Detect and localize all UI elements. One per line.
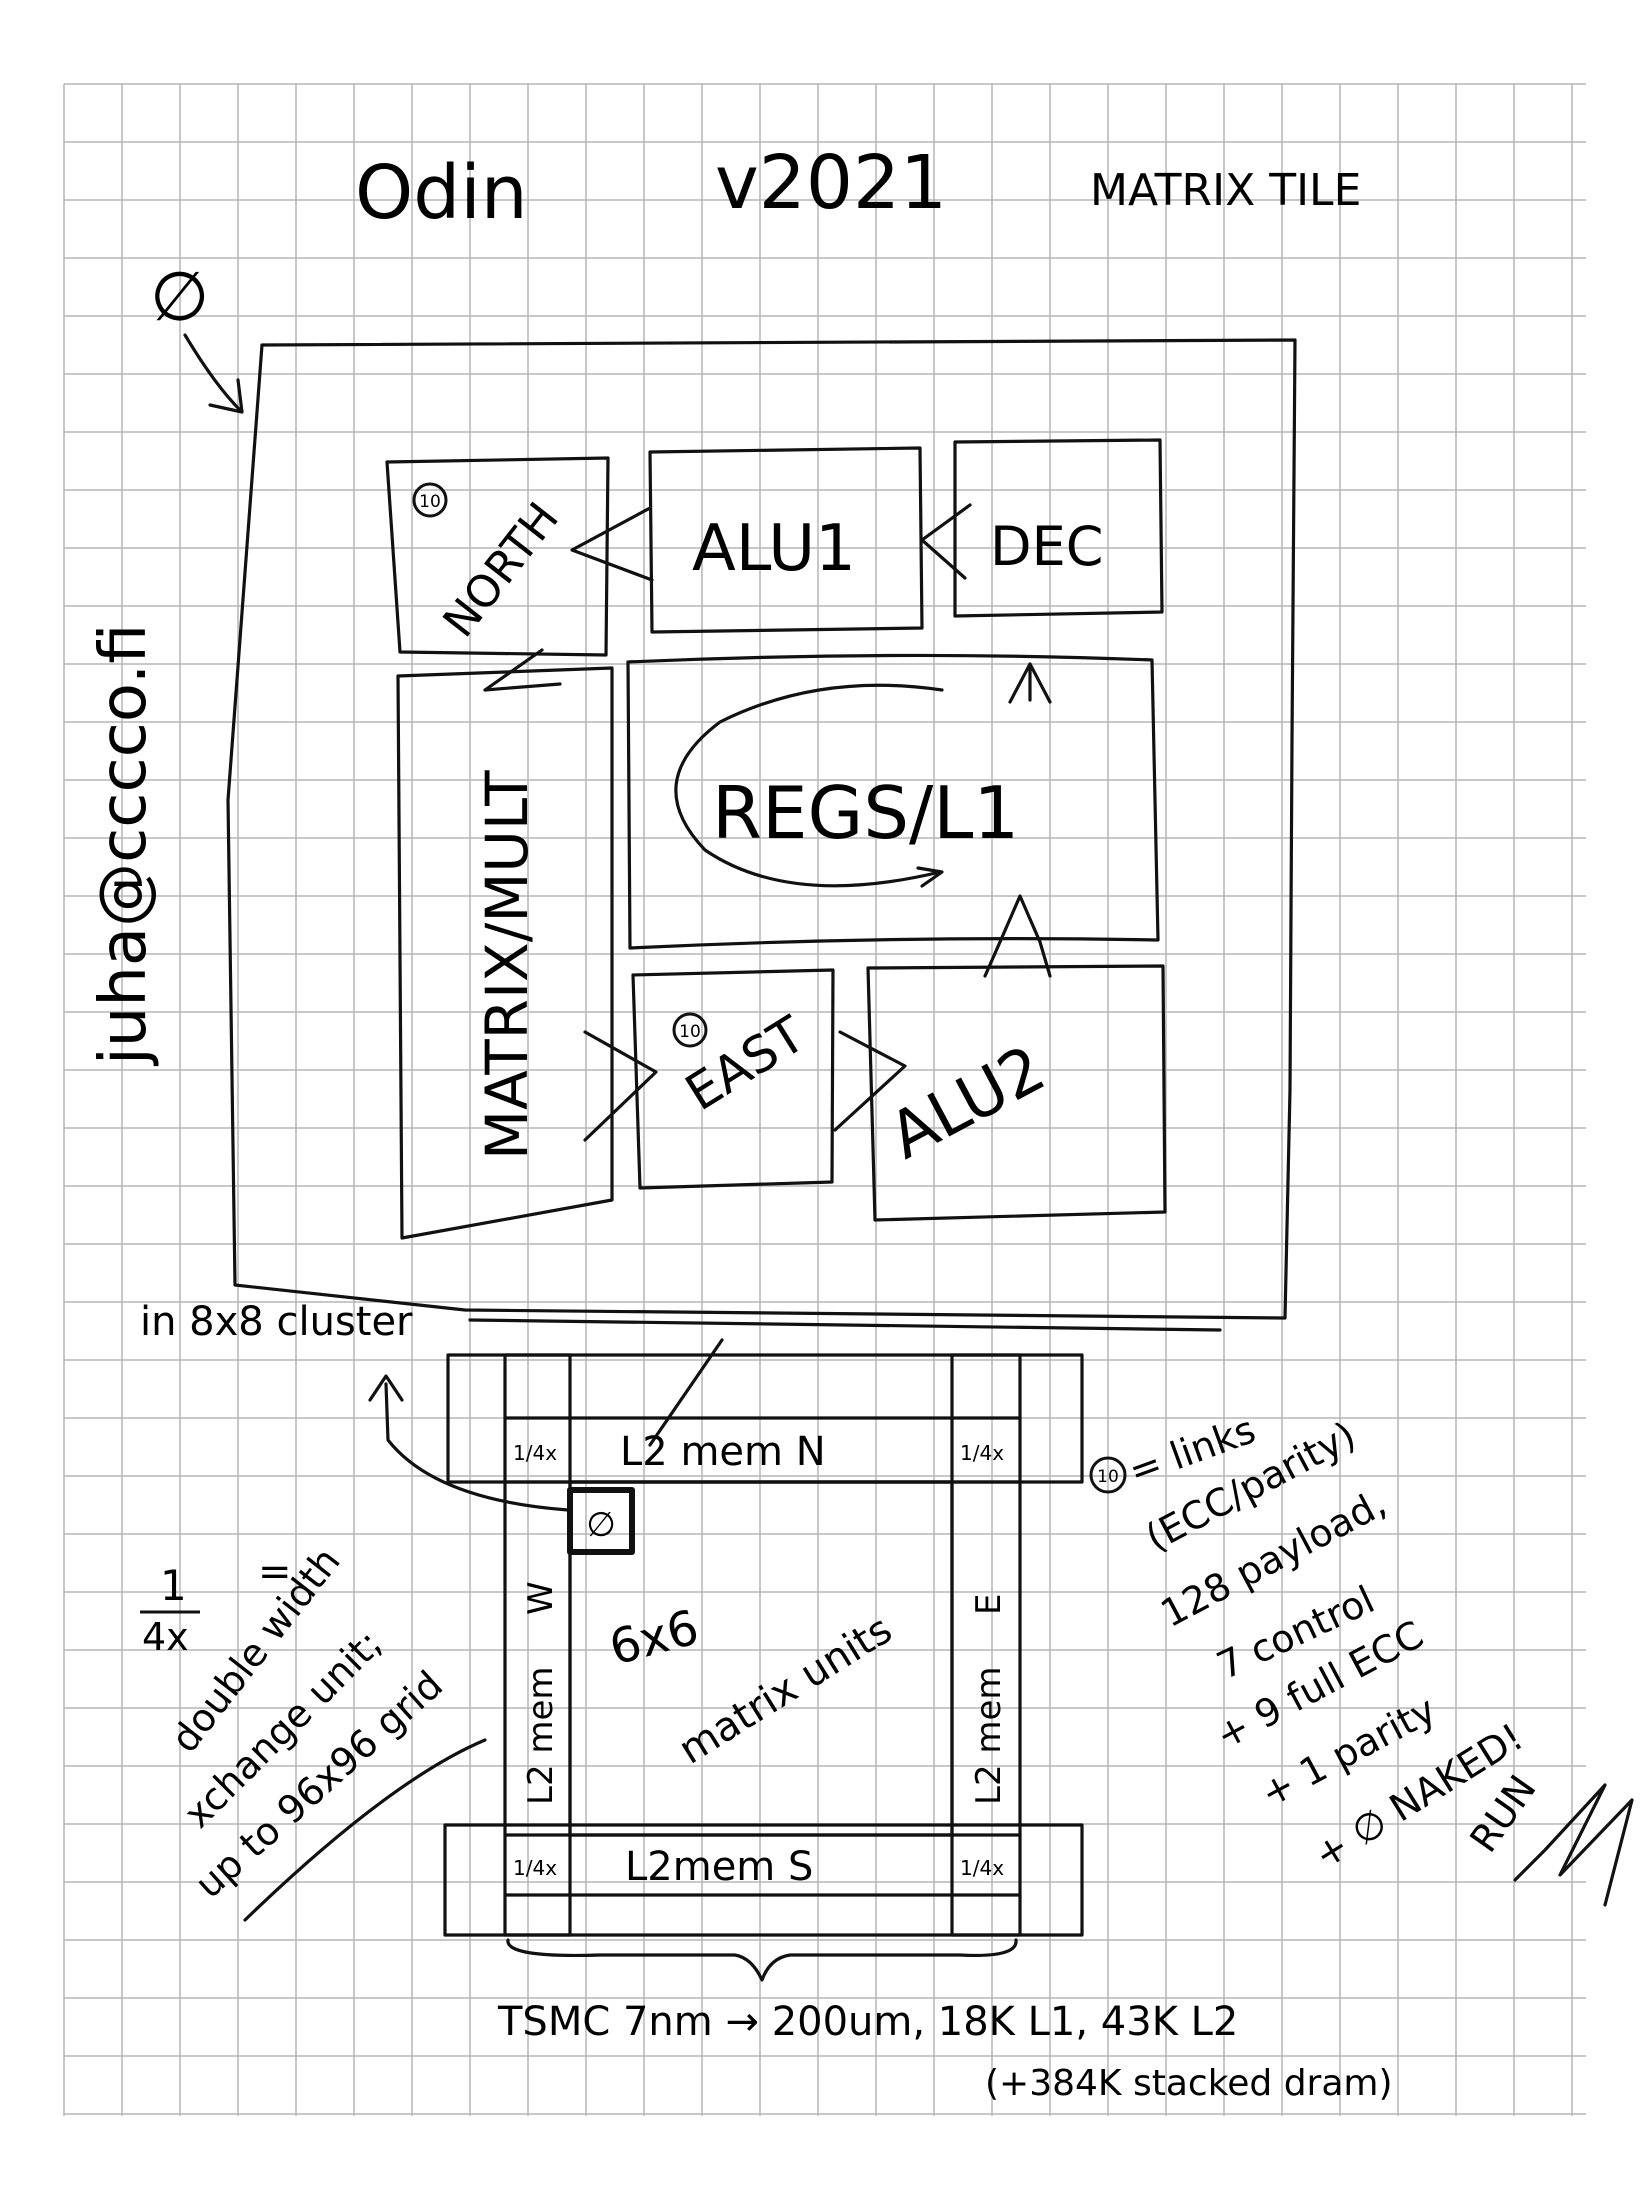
regs-box (626, 653, 1160, 950)
regs-to-dec-arrow (1008, 662, 1052, 704)
alu2-to-regs-arrow (983, 894, 1052, 978)
zero-tile-label: ∅ (586, 1505, 616, 1545)
footer-line-2: (+384K stacked dram) (985, 2063, 1393, 2104)
dec-to-alu1-arrow (920, 503, 972, 580)
left-note-fraction-den: 4x (142, 1615, 189, 1659)
alu1-box (648, 446, 924, 634)
l2-north-label: L2 mem N (620, 1429, 826, 1475)
matrix-label: MATRIX/MULT (473, 770, 541, 1160)
dec-box (953, 438, 1164, 618)
l2-south-bar (443, 1823, 1084, 1937)
signature-scrawl (1513, 1783, 1634, 1907)
matrix-box (396, 666, 614, 1240)
header-title: Odin (355, 150, 528, 236)
l2-west-bar (503, 1353, 572, 1937)
corner-label-sw: 1/4x (513, 1856, 557, 1880)
alu1-label: ALU1 (692, 512, 856, 586)
regs-loop-arrow (674, 683, 944, 888)
header-version: v2021 (715, 140, 947, 226)
cluster-note: in 8x8 cluster (140, 1299, 413, 1345)
side-note-email: juha@cccco.fi (87, 623, 161, 1067)
right-note-badge-circle (1089, 1456, 1127, 1494)
alu1-to-north-arrow (570, 506, 654, 582)
l2-south-label: L2mem S (625, 1844, 813, 1890)
corner-label-se: 1/4x (960, 1856, 1004, 1880)
null-marker: ∅ (150, 258, 209, 337)
north-box (385, 456, 610, 657)
zero-tile-box (567, 1487, 635, 1555)
east-badge-circle (672, 1012, 708, 1048)
header-subtitle: MATRIX TILE (1090, 165, 1361, 216)
regs-label: REGS/L1 (712, 771, 1019, 855)
cluster-core-box (568, 1480, 954, 1837)
matrix-to-east-arrow (583, 1030, 658, 1142)
north-badge: 10 (419, 492, 441, 512)
cluster-note-underline (468, 1318, 1222, 1332)
cluster-pointer-line (648, 1338, 724, 1447)
north-to-matrix-arrow (483, 648, 562, 692)
alu2-box (866, 964, 1167, 1222)
left-note-fraction-num: 1 (160, 1561, 187, 1610)
east-badge: 10 (679, 1022, 701, 1042)
east-box (631, 968, 835, 1190)
east-to-alu2-arrow (833, 1030, 907, 1132)
south-brace (506, 1938, 1018, 1982)
l2-north-bar (446, 1353, 1084, 1484)
l2-west-tag: W (521, 1581, 561, 1615)
corner-label-nw: 1/4x (513, 1441, 557, 1465)
left-note-equals: = (258, 1549, 292, 1595)
dec-label: DEC (990, 515, 1103, 578)
corner-label-ne: 1/4x (960, 1441, 1004, 1465)
drawing-ink (183, 333, 1634, 1982)
left-note-strike (243, 1738, 487, 1922)
footer-line-1: TSMC 7nm → 200um, 18K L1, 43K L2 (497, 1999, 1238, 2045)
tile-outline (226, 338, 1297, 1320)
graph-paper-grid (63, 83, 1586, 2116)
l2-west-label: L2 mem (521, 1666, 561, 1805)
tile-back-arrow (368, 1374, 570, 1512)
right-note-badge: 10 (1097, 1467, 1119, 1487)
l2-east-tag: E (969, 1594, 1009, 1615)
zero-arrow (183, 333, 244, 414)
north-badge-circle (412, 482, 448, 518)
l2-east-label: L2 mem (969, 1666, 1009, 1805)
